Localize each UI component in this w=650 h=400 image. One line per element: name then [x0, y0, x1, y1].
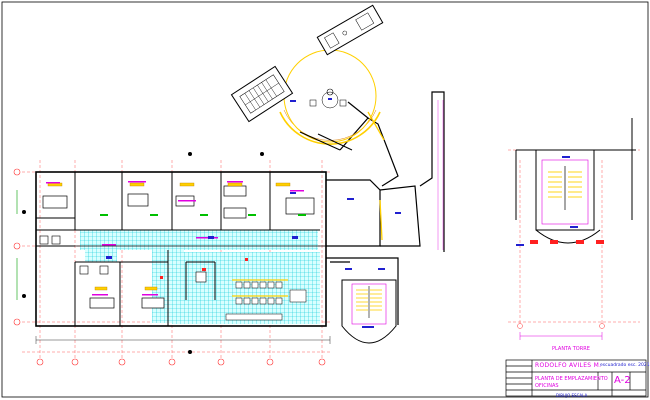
- drawing-title-line1: PLANTA DE EMPLAZAMIENTO: [535, 376, 608, 382]
- date-label: escuadrado esc. 2021: [600, 363, 650, 368]
- detail-plan-title: PLANTA TORRE: [552, 346, 590, 352]
- stair-tower: [341, 279, 397, 344]
- sheet-number: A-2: [614, 375, 631, 386]
- north-stair: [230, 65, 294, 123]
- tower-detail: [508, 118, 640, 340]
- author-name: RODOLFO AVILES M.: [535, 362, 602, 369]
- title-block-frame: [505, 359, 647, 397]
- main-building: [13, 152, 401, 366]
- drawing-title-line2: OFICINAS: [535, 383, 559, 389]
- annex-wing: [326, 91, 445, 325]
- title-block-footer: DIBUJO ESCALA: [556, 393, 588, 398]
- north-service-block: [316, 4, 384, 56]
